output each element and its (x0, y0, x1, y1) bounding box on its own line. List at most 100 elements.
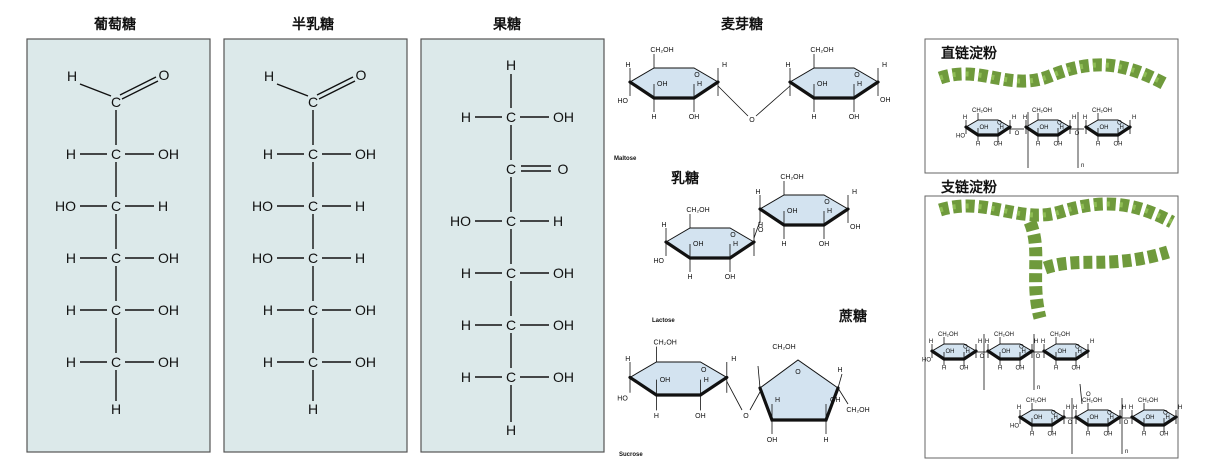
c3-up: OH (787, 208, 798, 215)
ch2oh-label: CH₂OH (972, 108, 992, 114)
bond (757, 365, 761, 389)
amylopectin-side-helix-icon (1042, 245, 1170, 275)
galactose-panel (223, 38, 408, 453)
atom-label: H (263, 146, 273, 162)
ring-front-edge (1018, 415, 1066, 427)
atom-label: H (66, 250, 76, 266)
atom-label: H (158, 198, 168, 214)
c4-down: HO (1010, 424, 1019, 430)
glycosidic-oxygen: O (1124, 420, 1129, 426)
c2-down: OH (819, 241, 830, 248)
atom-label: H (111, 401, 121, 417)
atom-label: H (461, 369, 471, 385)
c3-up: OH (1058, 349, 1067, 355)
atom-label: C (308, 302, 318, 318)
ring-face (629, 67, 719, 99)
c2-down: OH (695, 413, 706, 420)
glycosidic-oxygen: O (1015, 131, 1020, 137)
c2-up: H (1110, 415, 1114, 421)
atom-label: H (66, 146, 76, 162)
c3-down: H (1142, 432, 1146, 438)
atom-label: H (66, 354, 76, 370)
c1-up: H (758, 222, 763, 229)
ring-oxygen: O (997, 121, 1002, 127)
c2-up: H (1054, 415, 1058, 421)
c3-down: H (1054, 366, 1058, 372)
bond (749, 391, 761, 411)
atom-label: H (506, 57, 516, 73)
c2-down: OH (1114, 142, 1123, 148)
ring-front-edge (664, 240, 756, 260)
c2-down: OH (725, 274, 736, 281)
ring-front-edge (788, 80, 880, 100)
c1-down: OH (850, 224, 861, 231)
c3-down: H (651, 114, 656, 121)
c1-up: H (882, 62, 887, 69)
bond (837, 373, 843, 389)
bond (121, 80, 159, 100)
amylopectin-main-helix-highlight (939, 201, 1174, 225)
c3-up: OH (1034, 415, 1043, 421)
atom-label: C (308, 146, 318, 162)
repeat-n-label: n (1037, 385, 1040, 391)
ring-face (665, 227, 755, 259)
atom-label: H (461, 109, 471, 125)
c3-up: OH (817, 81, 828, 88)
c3-up: OH (1002, 349, 1011, 355)
ring-front-edge (628, 375, 729, 397)
ch2oh-label: CH₂OH (772, 344, 795, 351)
c1-up: H (1178, 405, 1182, 411)
atom-label: H (355, 198, 365, 214)
c3-down: H (1096, 142, 1100, 148)
c1-up: H (731, 356, 736, 363)
c2-up: H (1120, 125, 1124, 131)
c4-up: H (625, 62, 630, 69)
atom-label: C (111, 146, 121, 162)
fructose-title: 果糖 (492, 16, 521, 33)
atom-label: C (111, 250, 121, 266)
ch2oh-label: CH₂OH (686, 207, 709, 214)
atom-label: H (506, 422, 516, 438)
bond (837, 387, 849, 405)
c3-up: OH (1146, 415, 1155, 421)
atom-label: H (263, 302, 273, 318)
galactose-title: 半乳糖 (292, 16, 334, 33)
c4-up: H (661, 222, 666, 229)
branch-oxygen: O (1086, 392, 1091, 398)
atom-label: H (837, 367, 842, 374)
c2-up: H (966, 349, 970, 355)
c3-up: OH (660, 377, 671, 384)
c3-down: H (811, 114, 816, 121)
ring-oxygen: O (824, 199, 830, 206)
ch2oh-label: CH₂OH (1138, 398, 1158, 404)
c4-down: HO (956, 134, 965, 140)
c2-up: H (704, 377, 709, 384)
c2-down: OH (994, 142, 1003, 148)
c2-up: H (697, 81, 702, 88)
ring-oxygen: O (854, 72, 860, 79)
atom-label: C (506, 109, 516, 125)
atom-label: C (506, 317, 516, 333)
atom-label: O (558, 161, 569, 177)
ch2oh-label: CH₂OH (810, 47, 833, 54)
amylopectin-glucose-chain: OCH₂OHHHOHOHHHHOOOCH₂OHHHOHOHHHOOCH₂OHHH… (922, 332, 1182, 455)
c2-up: H (733, 241, 738, 248)
c3-up: OH (1100, 125, 1109, 131)
atom-label: H (264, 68, 274, 84)
bond (276, 83, 309, 97)
c2-down: OH (849, 114, 860, 121)
atom-label: OH (355, 302, 376, 318)
ring-oxygen: O (694, 72, 700, 79)
c3-up: OH (980, 125, 989, 131)
atom-label: H (66, 302, 76, 318)
atom-label: H (308, 401, 318, 417)
atom-label: OH (158, 302, 179, 318)
atom-label: OH (355, 146, 376, 162)
ch2oh-label: CH₂OH (780, 174, 803, 181)
atom-label: H (823, 437, 828, 444)
